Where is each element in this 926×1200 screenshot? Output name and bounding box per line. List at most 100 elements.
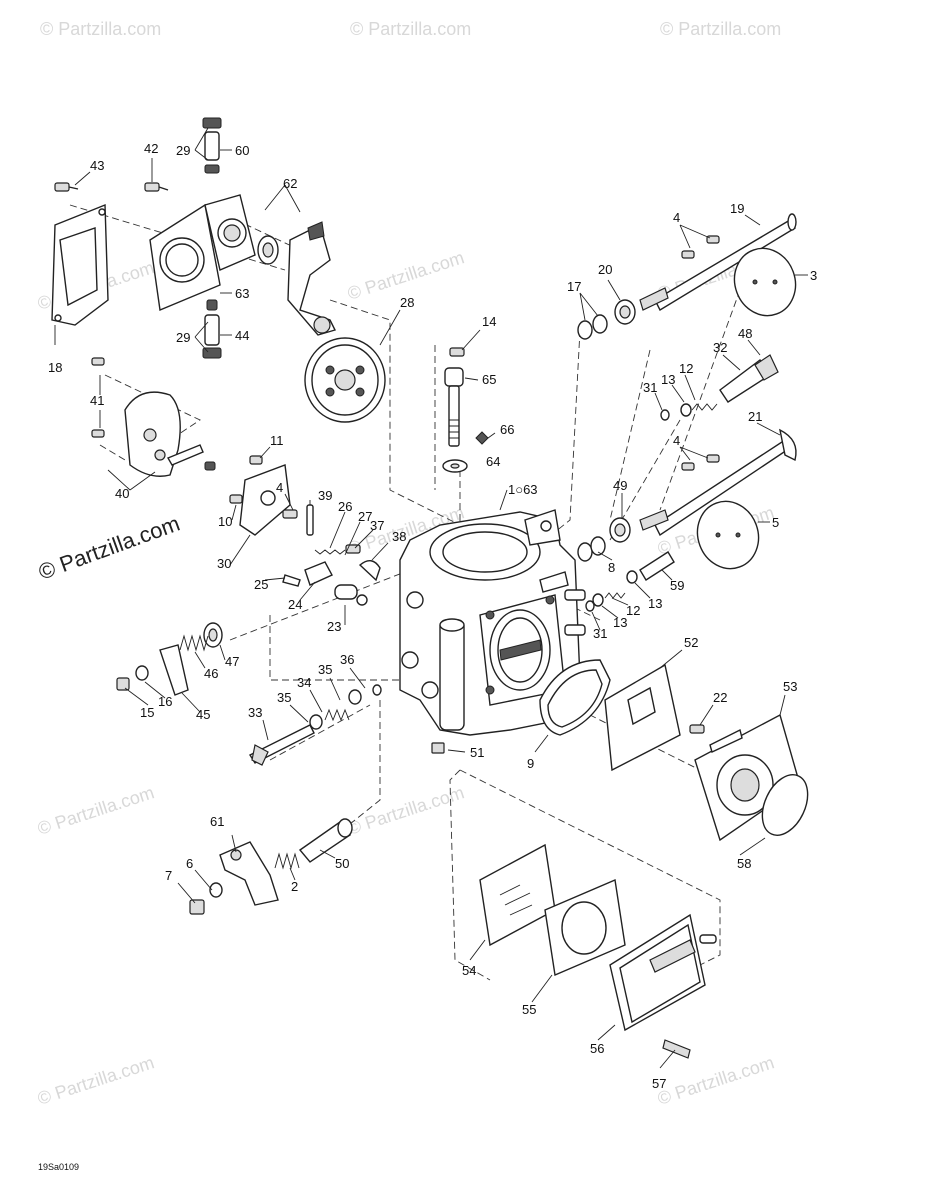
callout-label: 47 xyxy=(225,654,239,669)
screw-48-32 xyxy=(719,354,779,403)
callout-label: 49 xyxy=(613,478,627,493)
screw-14 xyxy=(449,347,465,357)
plate-52 xyxy=(604,663,681,772)
callout-label: 44 xyxy=(235,328,249,343)
pump-56 xyxy=(609,913,717,1032)
callout-label: 21 xyxy=(748,409,762,424)
leader-lines xyxy=(54,127,808,1069)
callout-label: 59 xyxy=(670,578,684,593)
callout-label: 13 xyxy=(648,596,662,611)
callout-label: 6 xyxy=(186,856,193,871)
callout-label: 42 xyxy=(144,141,158,156)
throttle-plate-3 xyxy=(733,247,797,317)
callout-label: 17 xyxy=(567,279,581,294)
spring-12-upper xyxy=(691,403,718,411)
callout-label: 64 xyxy=(486,454,500,469)
callout-label: 60 xyxy=(235,143,249,158)
oring-31-lower xyxy=(585,600,595,612)
callout-label: 12 xyxy=(679,361,693,376)
callout-label: 18 xyxy=(48,360,62,375)
needle-valve-24 xyxy=(282,561,333,587)
callout-label: 10 xyxy=(218,514,232,529)
watermark: © Partzilla.com xyxy=(35,1052,157,1109)
nut-7 xyxy=(189,899,205,915)
callout-label: 36 xyxy=(340,652,354,667)
watermark: © Partzilla.com xyxy=(655,1052,777,1109)
cover-53 xyxy=(694,713,801,842)
lever-62 xyxy=(287,221,337,336)
watermark: © Partzilla.com xyxy=(345,782,467,839)
callout-label: 15 xyxy=(140,705,154,720)
washer-16 xyxy=(135,665,149,681)
screw-41-upper xyxy=(91,357,105,366)
spring-46 xyxy=(179,634,209,652)
callout-label: 2 xyxy=(291,879,298,894)
callout-label: 19 xyxy=(730,201,744,216)
callout-label: 58 xyxy=(737,856,751,871)
nut-51 xyxy=(431,742,445,754)
screw-4-lower xyxy=(681,454,720,471)
callout-label: 5 xyxy=(772,515,779,530)
sleeve-60 xyxy=(202,117,222,174)
callout-labels: 43 42 29 60 62 63 29 44 18 41 28 40 11 1… xyxy=(48,141,817,1091)
sleeve-44 xyxy=(202,299,222,359)
spring-34 xyxy=(324,708,350,722)
callout-label: 29 xyxy=(176,330,190,345)
callout-label: 1○63 xyxy=(508,482,538,497)
callout-label: 28 xyxy=(400,295,414,310)
callout-label: 37 xyxy=(370,518,384,533)
carburetor-body xyxy=(399,509,586,736)
gasket-9 xyxy=(539,659,611,736)
nut-15 xyxy=(116,677,130,691)
oring-66 xyxy=(475,431,489,445)
callout-label: 22 xyxy=(713,690,727,705)
lever-61 xyxy=(219,841,279,906)
callout-label: 43 xyxy=(90,158,104,173)
callout-label: 4 xyxy=(673,210,680,225)
orings-17 xyxy=(577,314,608,340)
callout-label: 27 xyxy=(358,509,372,524)
callout-label: 48 xyxy=(738,326,752,341)
link-pin xyxy=(166,444,216,471)
callout-label: 31 xyxy=(643,380,657,395)
plate-gasket xyxy=(149,203,221,311)
callout-label: 65 xyxy=(482,372,496,387)
cover-40 xyxy=(124,391,181,477)
callout-label: 57 xyxy=(652,1076,666,1091)
washer-13-lower xyxy=(592,570,638,607)
choke-plate-5 xyxy=(696,500,760,570)
lever-45 xyxy=(159,644,189,696)
callout-label: 66 xyxy=(500,422,514,437)
screw-22 xyxy=(689,724,705,734)
callout-label: 46 xyxy=(204,666,218,681)
screw-4-left xyxy=(282,509,298,519)
callout-label: 34 xyxy=(297,675,311,690)
choke-shaft-21 xyxy=(639,428,797,537)
screw-43 xyxy=(54,182,79,192)
screw-41-lower xyxy=(91,429,105,438)
washer-35-right xyxy=(348,689,362,705)
throttle-shaft-19 xyxy=(639,213,797,311)
screw-4-upper xyxy=(681,235,720,259)
clip-38 xyxy=(358,560,381,582)
callout-label: 52 xyxy=(684,635,698,650)
callout-label: 63 xyxy=(235,286,249,301)
callout-label: 4 xyxy=(673,433,680,448)
washer-35-left xyxy=(309,714,323,730)
spring-12-lower xyxy=(604,592,626,599)
oring-58 xyxy=(761,774,809,836)
plate-30 xyxy=(229,455,291,536)
callout-label: 55 xyxy=(522,1002,536,1017)
screw-59 xyxy=(639,551,675,581)
pin-39 xyxy=(306,504,314,536)
callout-label: 25 xyxy=(254,577,268,592)
callout-label: 20 xyxy=(598,262,612,277)
washer-13-upper xyxy=(680,403,692,417)
callout-label: 33 xyxy=(248,705,262,720)
callout-label: 7 xyxy=(165,868,172,883)
callout-label: 29 xyxy=(176,143,190,158)
bushing-20 xyxy=(614,299,636,325)
callout-label: 41 xyxy=(90,393,104,408)
screw-42 xyxy=(144,182,169,192)
